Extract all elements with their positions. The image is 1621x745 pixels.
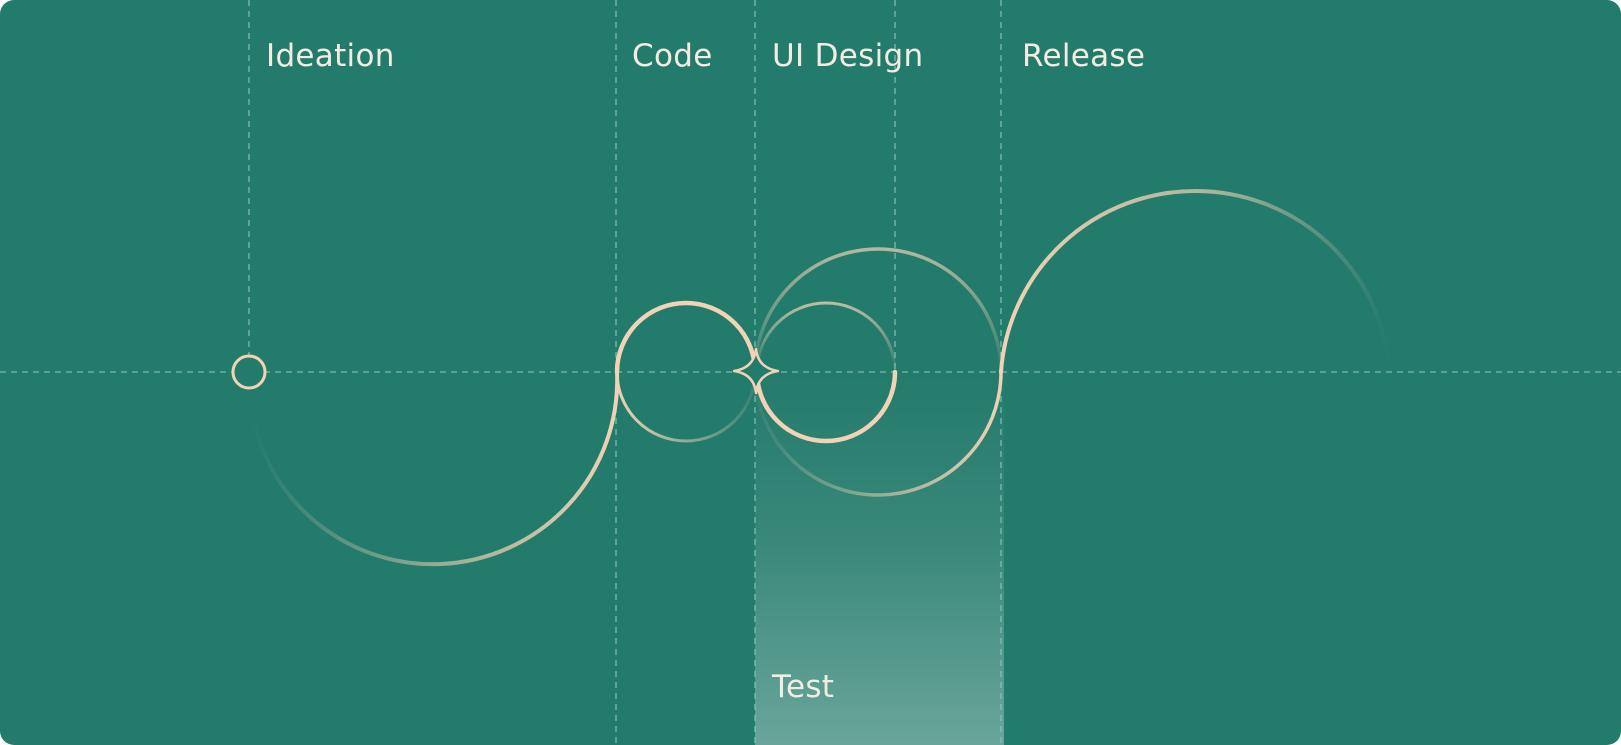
ideation-arc [247, 370, 620, 567]
ui-design-small-bottom-arc [754, 369, 898, 444]
release-arc [999, 189, 1392, 374]
stage-label-ideation: Ideation [266, 38, 395, 74]
ui-design-small-top-arc [755, 301, 897, 374]
code-circle-bottom-arc [615, 370, 757, 443]
code-circle-top-arc [614, 300, 758, 375]
stage-label-test: Test [772, 669, 835, 705]
ui-design-large-top-arc [753, 247, 1003, 374]
start-circle-icon [231, 354, 267, 390]
star-icon [732, 347, 780, 395]
stage-label-release: Release [1022, 38, 1146, 74]
flow-curves [247, 189, 1392, 567]
stage-label-ui-design: UI Design [772, 38, 924, 74]
stage-label-code: Code [632, 38, 713, 74]
ui-design-large-bottom-arc [753, 370, 1003, 497]
